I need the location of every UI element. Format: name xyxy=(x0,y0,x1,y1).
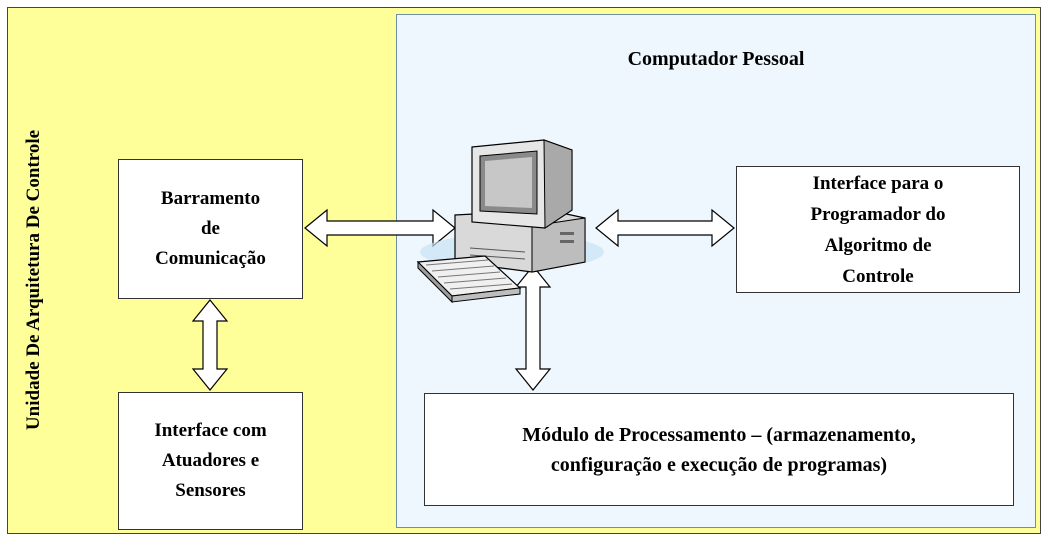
personal-computer-title: Computador Pessoal xyxy=(627,48,805,70)
processing-module-label: Módulo de Processamento – (armazenamento… xyxy=(522,423,916,476)
bus-actuator-arrow xyxy=(191,299,229,391)
computer-programmer-arrow xyxy=(595,208,735,248)
actuator-sensor-interface-label: Interface com Atuadores e Sensores xyxy=(154,420,267,501)
programmer-interface-label: Interface para o Programador do Algoritm… xyxy=(810,172,946,287)
programmer-interface-box: Interface para o Programador do Algoritm… xyxy=(736,166,1020,293)
processing-module-box: Módulo de Processamento – (armazenamento… xyxy=(424,393,1014,506)
computer-processing-arrow xyxy=(514,265,552,391)
computer-icon xyxy=(416,139,604,304)
communication-bus-box: Barramento de Comunicação xyxy=(118,159,303,299)
bus-computer-arrow xyxy=(304,208,456,248)
actuator-sensor-interface-box: Interface com Atuadores e Sensores xyxy=(118,392,303,530)
communication-bus-label: Barramento de Comunicação xyxy=(155,188,266,269)
